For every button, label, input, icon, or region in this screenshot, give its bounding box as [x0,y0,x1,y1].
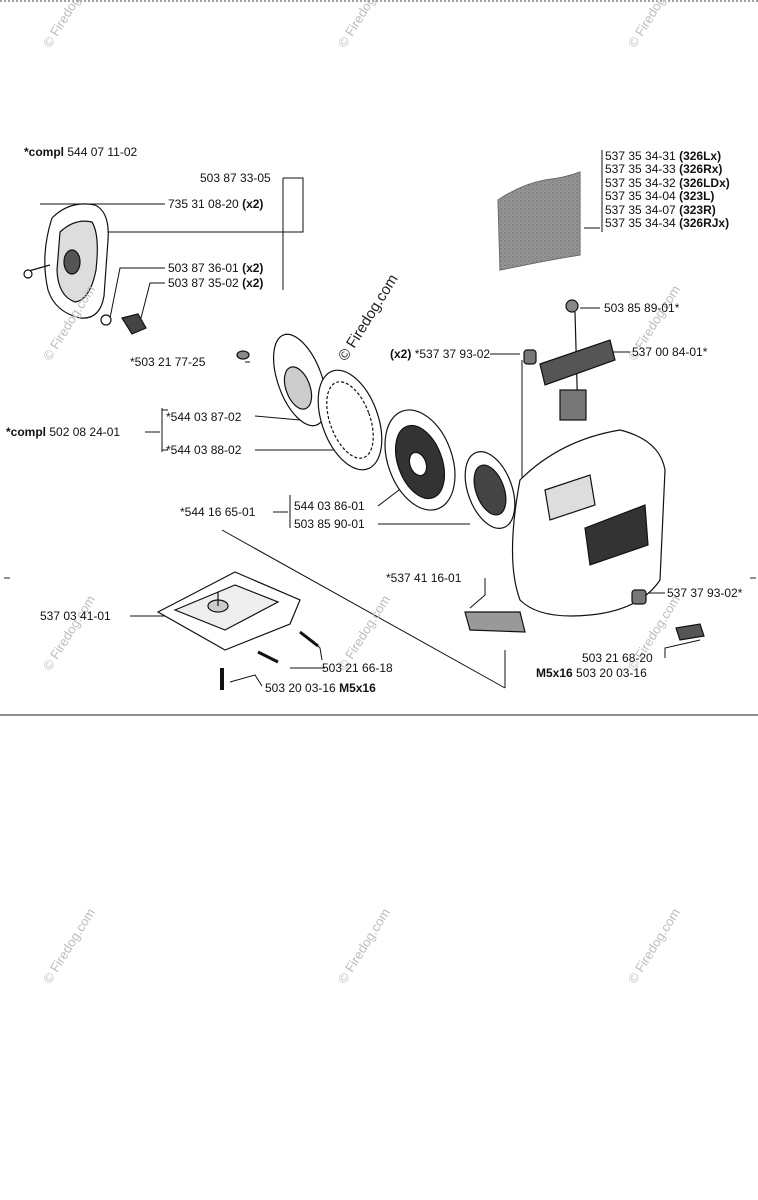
starter-cover-drawing [23,203,147,335]
decal-swatch [497,171,581,271]
callout-544166501: *544 16 65-01 [180,505,256,519]
callout-503859001: 503 85 90-01 [294,517,365,531]
callout-735310820: 735 31 08-20 (x2) [168,197,264,211]
callout-537008401: 537 00 84-01* [632,345,708,359]
pulley-parts-drawing [236,333,516,529]
callout-compl-502082401: *compl 502 08 24-01 [6,425,121,439]
callout-503873305: 503 87 33-05 [200,171,271,185]
callout-503858901: 503 85 89-01* [604,301,680,315]
mounting-plate-drawing [156,571,319,690]
starter-housing-drawing [464,299,705,641]
callout-537411601: *537 41 16-01 [386,571,462,585]
decal-row: 537 35 34-34 (326RJx) [605,216,730,231]
decal-row: 537 35 34-33 (326Rx) [605,162,723,177]
decal-row: 537 35 34-07 (323R) [605,202,716,217]
callout-544038601: 544 03 86-01 [294,499,365,513]
callout-544038802: *544 03 88-02 [166,443,242,457]
callout-537379302-right: 537 37 93-02* [667,586,743,600]
callout-503873502: 503 87 35-02 (x2) [168,276,264,290]
callout-compl-544071102: *compl 544 07 11-02 [24,145,138,159]
callout-503217725: *503 21 77-25 [130,355,206,369]
callout-503200316-left: 503 20 03-16 M5x16 [265,681,376,695]
callout-503216820: 503 21 68-20 [582,651,653,665]
callout-503873601: 503 87 36-01 (x2) [168,261,264,275]
decal-row: 537 35 34-31 (326Lx) [605,149,722,163]
callout-537379302-left: (x2) *537 37 93-02 [390,347,491,361]
decal-row: 537 35 34-32 (326LDx) [605,175,730,190]
decal-row: 537 35 34-04 (323L) [605,189,715,204]
callout-503200316-right: M5x16 503 20 03-16 [536,666,647,680]
callout-503216618: 503 21 66-18 [322,661,393,675]
decal-part-list: 537 35 34-31 (326Lx) 537 35 34-33 (326Rx… [605,149,730,231]
callout-537034101: 537 03 41-01 [40,609,111,623]
callout-544038702: *544 03 87-02 [166,410,242,424]
